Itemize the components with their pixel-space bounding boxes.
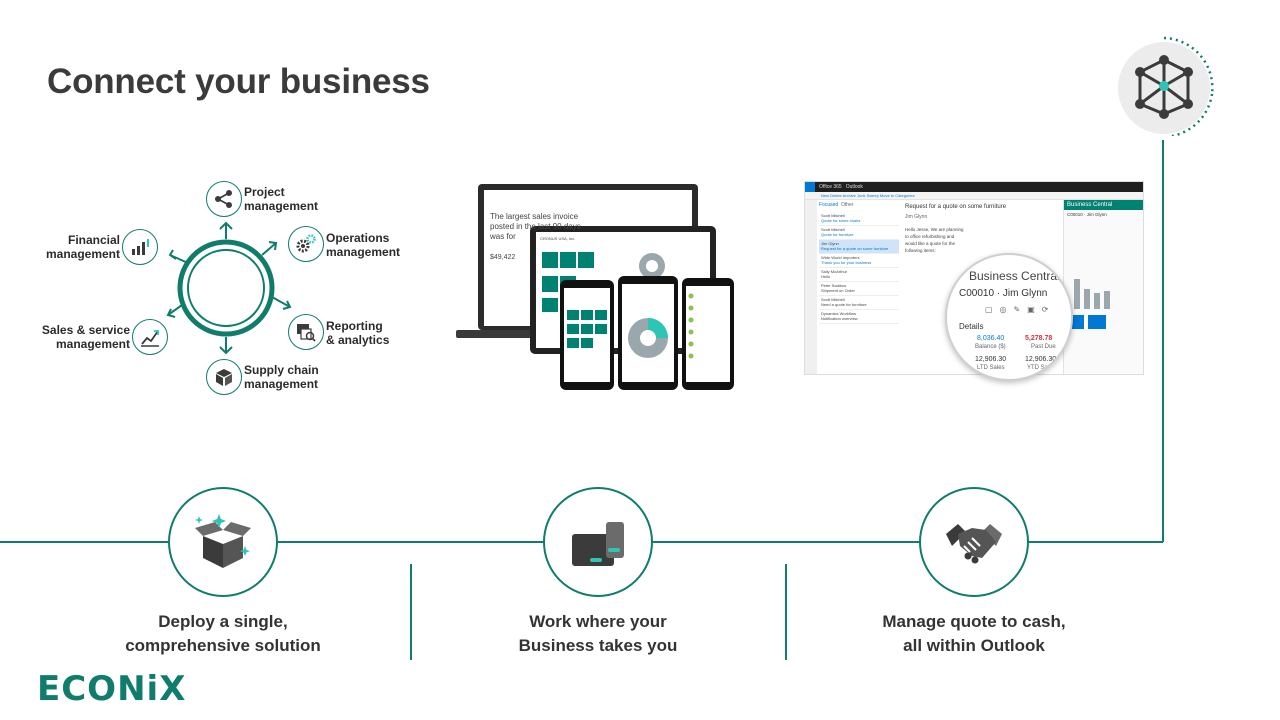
gears-icon [296,234,316,253]
outlook-reading-pane: Request for a quote on some furniture Ji… [903,202,1059,374]
outlook-topbar: Office 365 Outlook [805,182,1143,192]
reading-from: Jim Glynn [905,214,928,220]
reporting-analytics-label: Reporting& analytics [326,319,390,347]
bc-header: Business Central [1064,200,1143,210]
open-box-icon [195,514,251,568]
pastdue-value: 5,278.78 [1025,335,1053,342]
network-icon [1118,36,1214,138]
outlook-rail [805,200,817,374]
magnifier-customer: C00010 · Jim Glynn [959,288,1048,299]
ytd-sales-label: YTD Sales [1027,365,1056,371]
tablet-header: CRONUS USA, Inc. [540,236,576,241]
magnifier-action-icons: ▢◎✎▣⟳ [985,305,1056,314]
devices-icon [572,522,624,566]
magnifier-title: Business Central [969,269,1060,283]
pastdue-label: Past Due [1031,344,1056,350]
magnifier-details: Details [959,322,984,331]
share-icon [215,190,232,208]
inbox-tabs: Focused Other [819,202,854,208]
network-badge [1116,36,1216,138]
supply-chain-node [206,359,242,395]
business-central-pane: Business Central C00010 · Jim Glynn [1063,200,1143,374]
balance-label: Balance ($) [975,344,1006,350]
line-chart-icon [141,330,159,347]
laptop-amount: $49,422 [490,254,516,261]
page-title: Connect your business [47,62,430,101]
app-launcher-icon [805,182,815,192]
ytd-sales-value: 12,906.30 [1025,356,1057,363]
deploy-feature-circle [168,487,278,597]
ltd-sales-label: LTD Sales [977,365,1005,371]
outlook-label: Outlook [845,184,863,190]
operations-management-node [288,226,324,262]
handshake-icon [946,524,1002,564]
devices-mockup: The largest sales invoice posted in the … [452,180,742,395]
financial-management-node [122,229,158,265]
ltd-sales-value: 12,906.30 [975,356,1007,363]
reading-subject: Request for a quote on some furniture [905,204,1007,210]
outlook-ribbon: New Delete Archive Junk Sweep Move to Ca… [805,192,1143,200]
reading-body: Hello Jesse, We are planning to office r… [905,227,964,253]
cycle-ring [166,221,292,355]
bc-customer: C00010 · Jim Glynn [1067,212,1107,217]
reporting-analytics-node [288,314,324,350]
work-anywhere-feature-circle [543,487,653,597]
econix-logo: ECONiX [37,669,187,709]
quote-to-cash-feature-circle [919,487,1029,597]
box-icon [216,369,232,386]
project-management-node [206,181,242,217]
report-icon [297,324,316,342]
balance-value: 8,036.40 [977,335,1005,342]
sales-service-node [132,319,168,355]
bar-chart-icon [132,239,149,255]
deploy-feature-caption: Deploy a single,comprehensive solution [125,612,321,655]
office-label: Office 365 [819,184,842,190]
bc-bar-chart [1066,279,1110,329]
quote-to-cash-feature-caption: Manage quote to cash,all within Outlook [882,612,1066,655]
devices-illustration [456,184,734,390]
laptop-headline: The largest sales invoice posted in the … [490,212,581,241]
magnifier-callout: Business Central C00010 · Jim Glynn ▢◎✎▣… [945,253,1073,381]
